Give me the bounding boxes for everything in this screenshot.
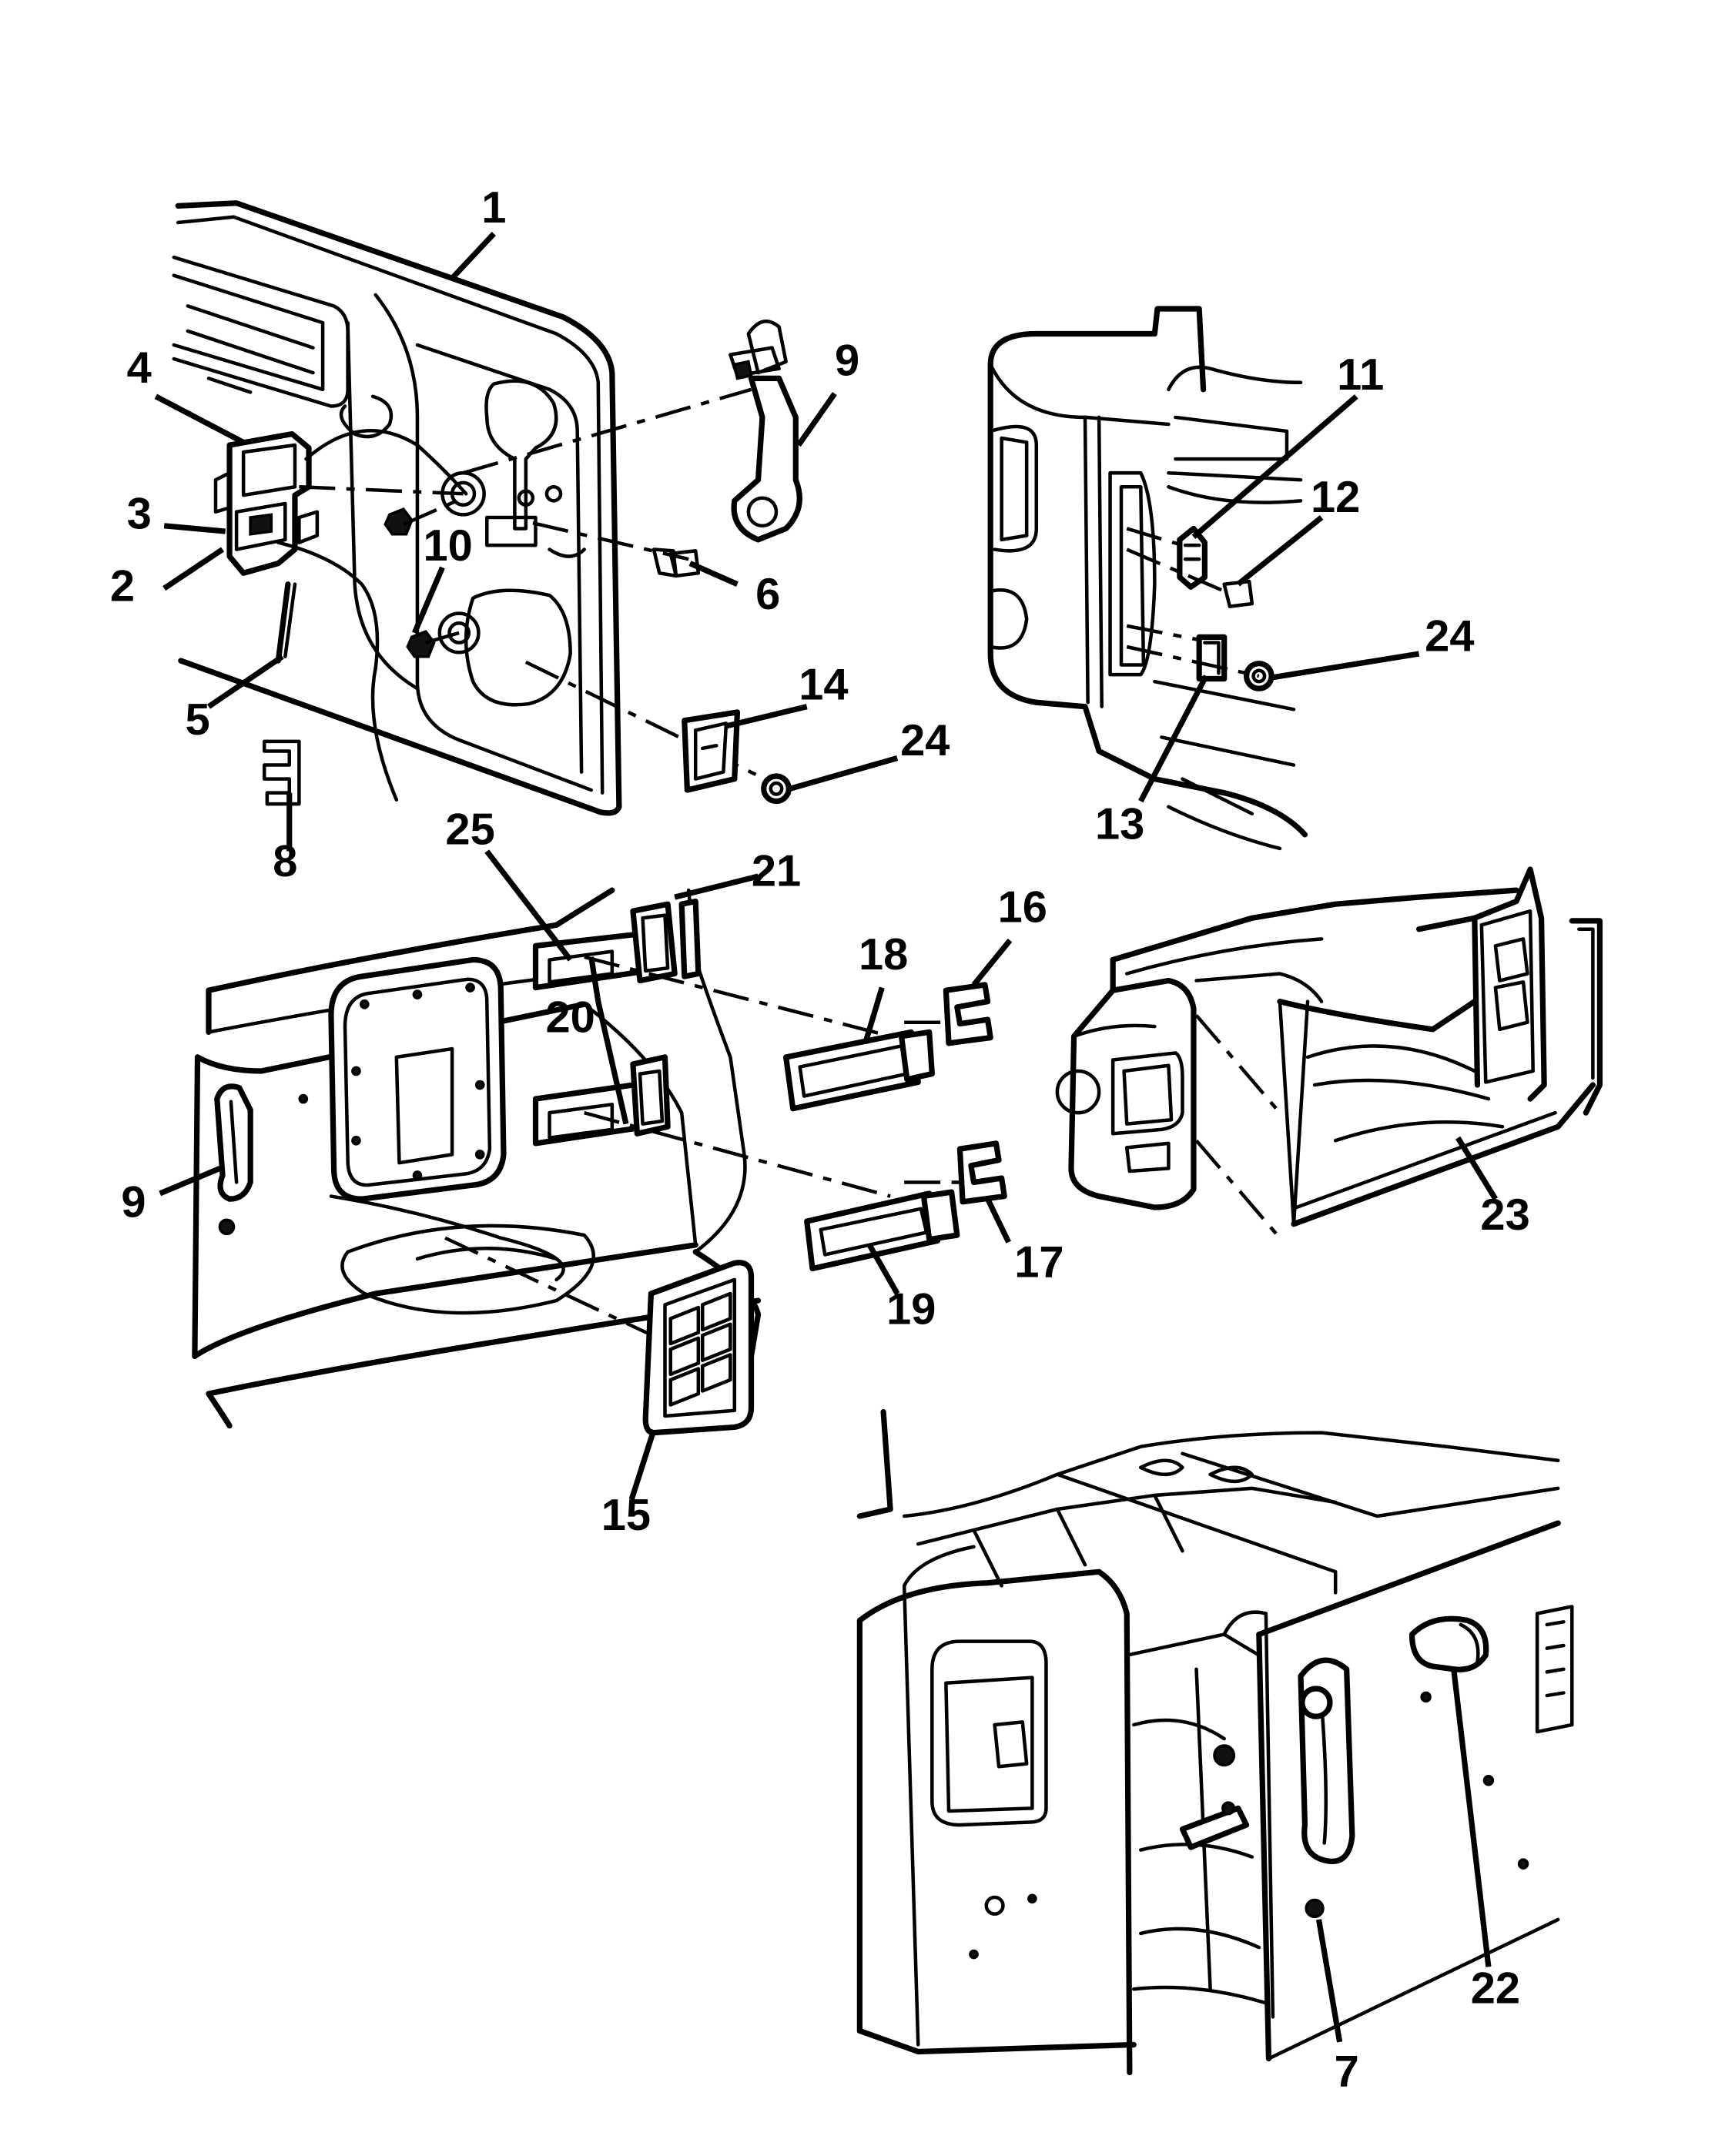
callout-21: 21 (752, 847, 801, 896)
callout-labels: 1 2 3 4 5 6 7 8 9 9 10 11 12 13 14 15 16… (110, 183, 1530, 2097)
callout-17: 17 (1014, 1237, 1063, 1287)
check-strap-view (1055, 866, 1603, 1240)
callout-4: 4 (127, 343, 152, 393)
callout-22: 22 (1471, 1964, 1520, 2013)
callout-18: 18 (859, 930, 908, 979)
grille-slats (668, 1291, 732, 1407)
callout-16: 16 (998, 883, 1047, 932)
body-rear-view (856, 1408, 1574, 2076)
callout-15: 15 (601, 1491, 651, 1540)
tailgate-inner-view (172, 200, 802, 816)
callout-10: 10 (424, 521, 473, 571)
callout-25: 25 (445, 805, 494, 855)
callout-2: 2 (110, 561, 135, 611)
callout-12: 12 (1311, 473, 1360, 522)
callout-13: 13 (1095, 799, 1144, 849)
callout-3: 3 (127, 489, 152, 538)
callout-14: 14 (799, 661, 848, 710)
callout-9-lower: 9 (121, 1178, 146, 1227)
callout-8: 8 (273, 837, 297, 886)
callout-6: 6 (755, 570, 780, 619)
tailgate-outer-view (192, 887, 1007, 1436)
callout-11: 11 (1337, 350, 1384, 400)
callout-23: 23 (1480, 1190, 1529, 1240)
callout-leaders (154, 232, 1499, 2043)
callout-1: 1 (481, 183, 506, 233)
callout-5: 5 (185, 695, 209, 745)
body-hinge-view (987, 306, 1308, 851)
callout-24-right: 24 (1425, 611, 1474, 661)
callout-19: 19 (886, 1285, 936, 1334)
callout-24-left: 24 (900, 716, 950, 765)
callout-7: 7 (1335, 2047, 1359, 2097)
callout-9-upper: 9 (835, 336, 859, 386)
callout-20: 20 (545, 993, 595, 1042)
